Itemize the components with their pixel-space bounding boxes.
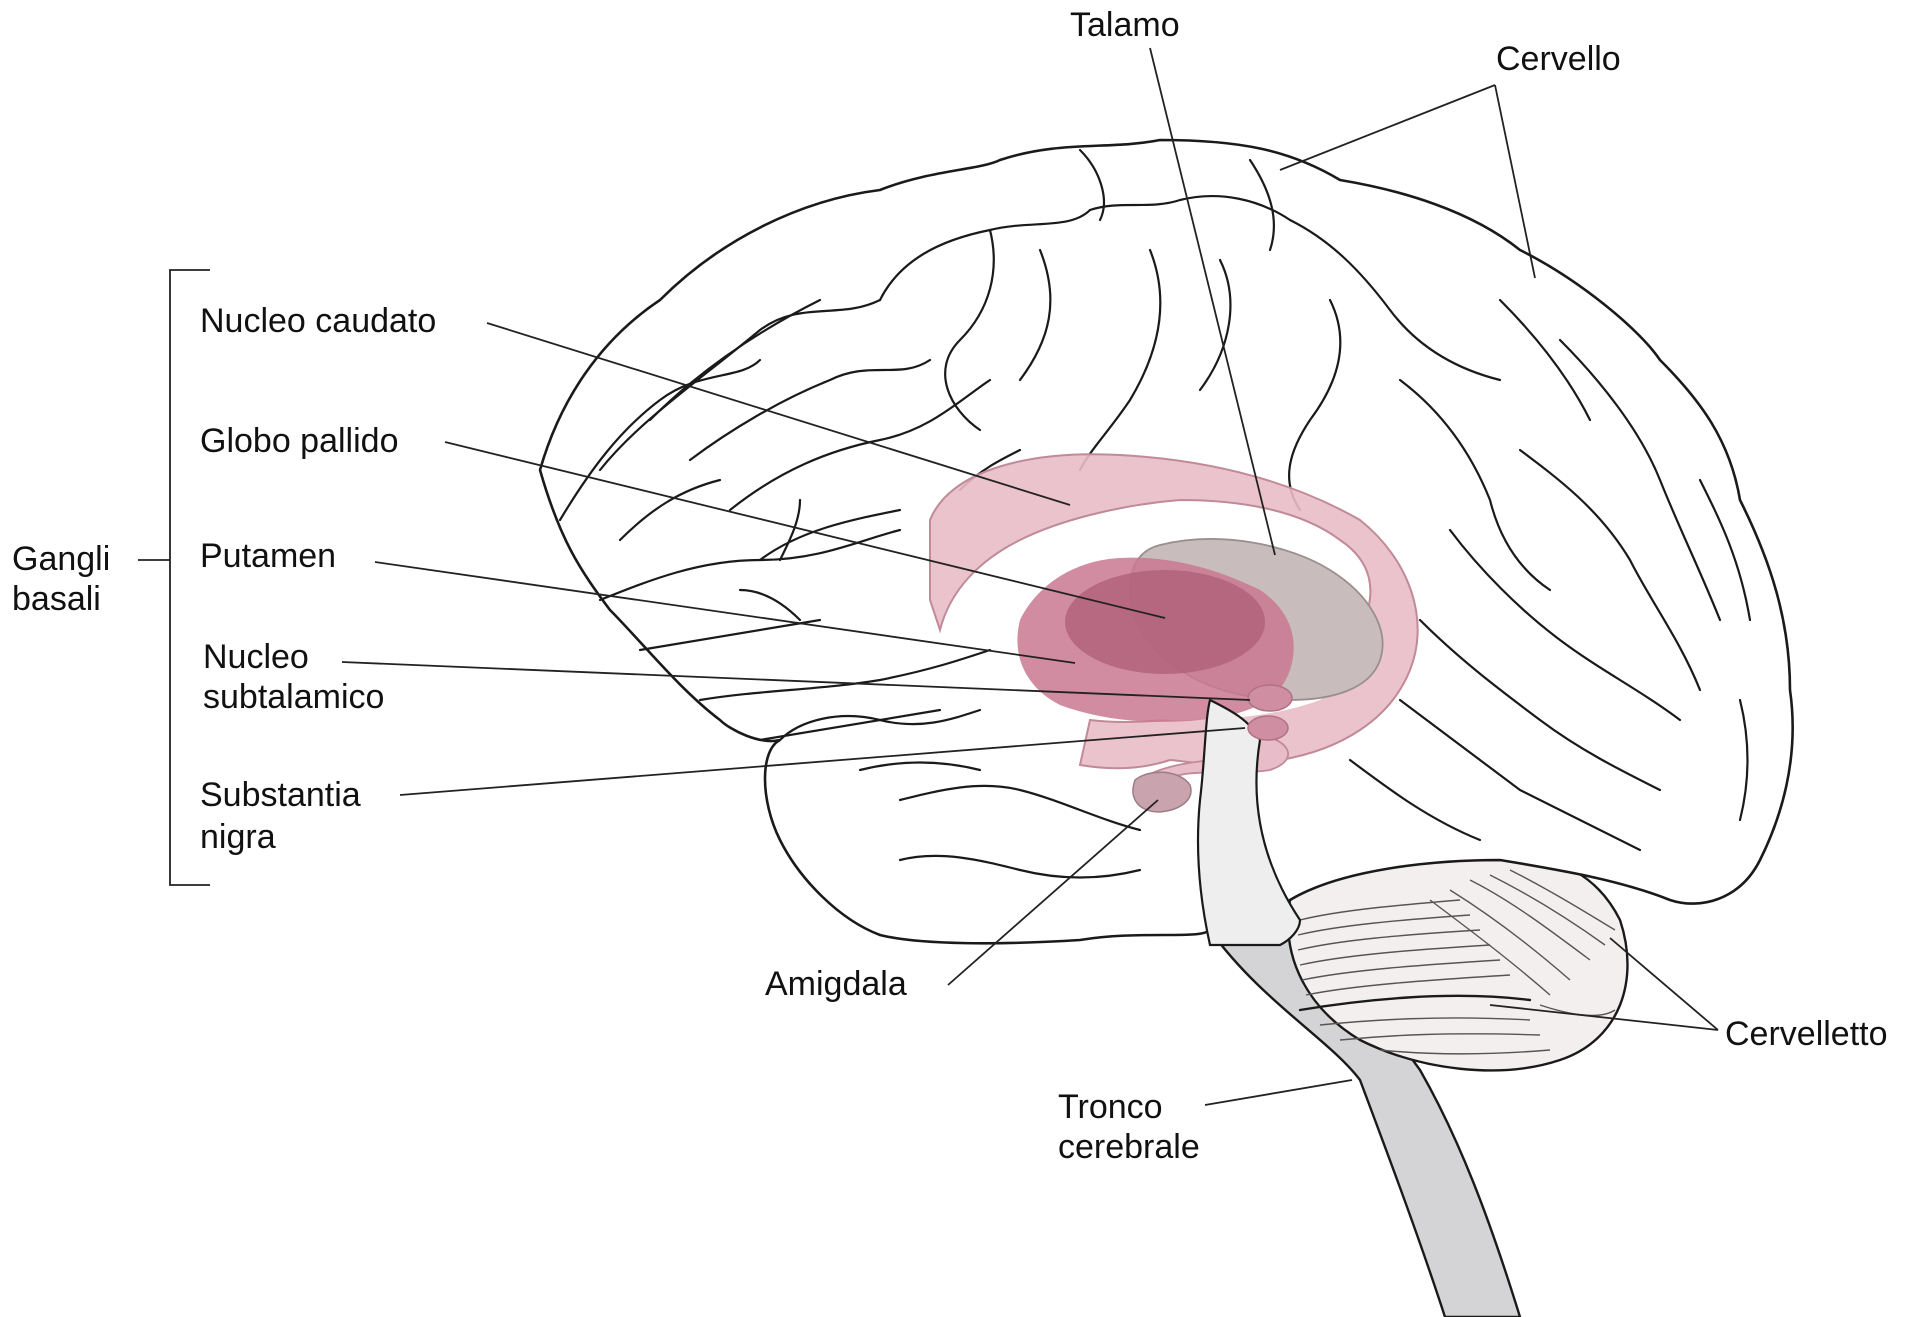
label-amigdala: Amigdala [765, 965, 907, 1003]
label-substantia-nigra-1: Substantia [200, 776, 361, 814]
label-talamo: Talamo [1070, 6, 1180, 44]
label-tronco-cerebrale-1: Tronco [1058, 1088, 1163, 1126]
label-nucleo-subtalamico-1: Nucleo [203, 638, 309, 676]
label-nucleo-subtalamico-2: subtalamico [203, 678, 384, 716]
label-cervelletto: Cervelletto [1725, 1015, 1888, 1053]
label-gangli-basali-2: basali [12, 580, 101, 618]
subthalamic-nucleus [1248, 685, 1292, 711]
substantia-nigra [1248, 716, 1288, 740]
label-tronco-cerebrale-2: cerebrale [1058, 1128, 1200, 1166]
label-putamen: Putamen [200, 537, 336, 575]
label-gangli-basali-1: Gangli [12, 540, 110, 578]
label-globo-pallido: Globo pallido [200, 422, 398, 460]
label-substantia-nigra-2: nigra [200, 818, 276, 856]
label-cervello: Cervello [1496, 40, 1621, 78]
label-nucleo-caudato: Nucleo caudato [200, 302, 436, 340]
globus-pallidus [1065, 570, 1265, 674]
